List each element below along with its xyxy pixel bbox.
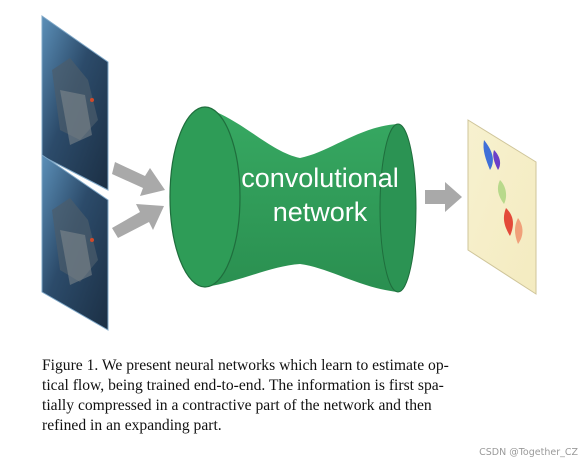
caption-line: Figure 1. We present neural networks whi… — [42, 357, 449, 374]
input-frame-1 — [41, 15, 109, 191]
convolutional-network-shape: convolutional network — [169, 106, 417, 293]
network-label-line1: convolutional — [241, 163, 399, 193]
arrow-icon — [425, 182, 462, 212]
figure-caption: Figure 1. We present neural networks whi… — [42, 356, 542, 436]
arrow-icon — [112, 162, 165, 196]
network-label-line2: network — [273, 197, 368, 227]
optical-flow-output-icon — [467, 119, 537, 295]
caption-line: tical flow, being trained end-to-end. Th… — [42, 377, 444, 394]
input-frame-2 — [41, 154, 109, 331]
caption-line: tially compressed in a contractive part … — [42, 397, 432, 414]
arrow-icon — [112, 204, 164, 238]
watermark: CSDN @Together_CZ — [479, 447, 578, 458]
caption-line: refined in an expanding part. — [42, 417, 222, 434]
